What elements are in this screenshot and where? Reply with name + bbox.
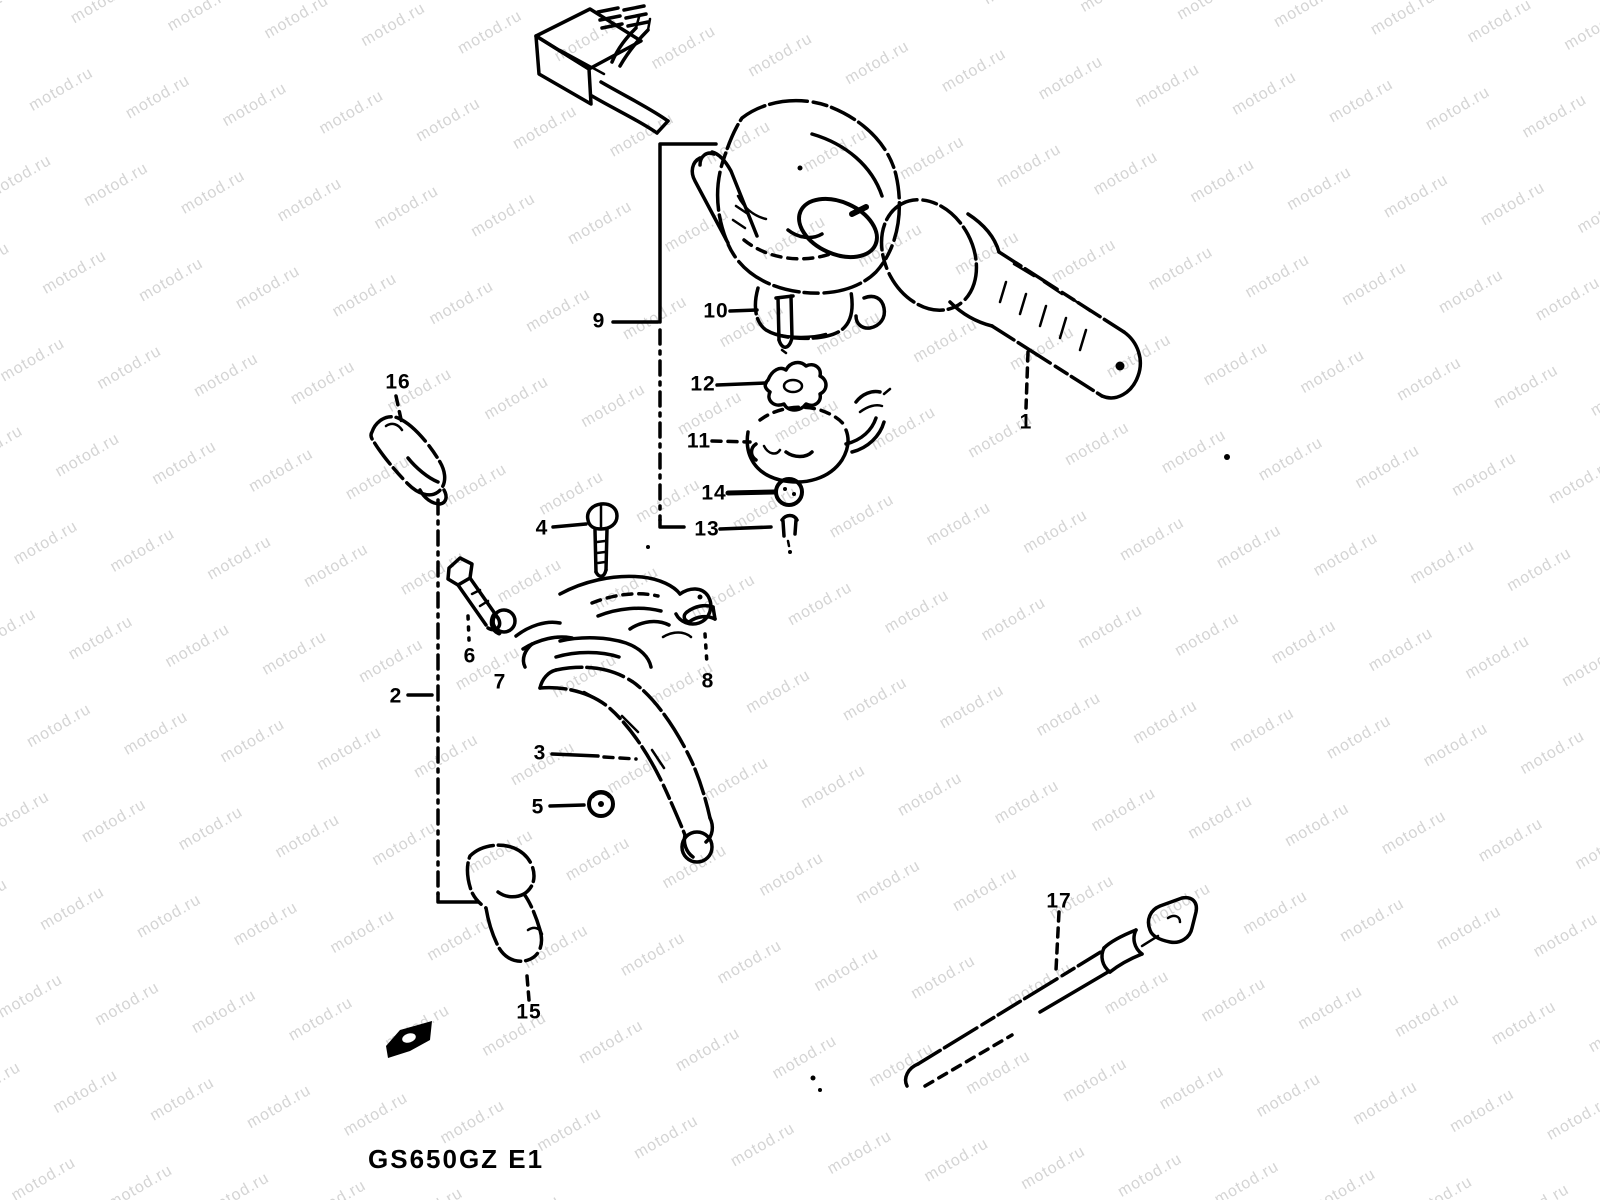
part-label-12: 12: [690, 372, 716, 396]
screw-13: [780, 513, 799, 554]
part-label-4: 4: [535, 516, 549, 540]
part-label-8: 8: [701, 669, 715, 693]
pivot-bolt-6: [446, 556, 502, 632]
wire-terminals: [596, 4, 652, 32]
part-label-6: 6: [463, 644, 477, 668]
screw-8: [682, 594, 717, 624]
part-label-3: 3: [533, 741, 547, 765]
part-label-2: 2: [389, 684, 403, 708]
part-label-10: 10: [703, 299, 729, 323]
wiring-connector: [534, 7, 670, 135]
part-label-14: 14: [701, 481, 727, 505]
part-label-17: 17: [1046, 889, 1072, 913]
lever-holder-7: [489, 574, 713, 669]
part-label-15: 15: [516, 1000, 542, 1024]
part-label-9: 9: [592, 309, 606, 333]
nut-5: [587, 790, 615, 818]
part-label-7: 7: [493, 670, 507, 694]
clutch-lever-3: [538, 665, 715, 864]
screw-4: [585, 502, 619, 578]
choke-lever-16: [369, 415, 448, 506]
lock-washer-12: [763, 360, 828, 412]
part-label-5: 5: [531, 795, 545, 819]
switch-housing: [690, 98, 902, 341]
part-label-11: 11: [686, 429, 712, 453]
part-label-1: 1: [1019, 410, 1033, 434]
model-code-text: GS650GZ E1: [368, 1144, 545, 1174]
screw-10: [774, 294, 795, 355]
leader-lines: [394, 142, 1061, 1002]
clamp-bracket: [386, 1021, 432, 1058]
part-label-13: 13: [694, 517, 720, 541]
part-label-16: 16: [385, 370, 411, 394]
specks: [646, 454, 1230, 1092]
throttle-pulley-11: [745, 387, 892, 484]
handlebar-grip: [879, 198, 1143, 400]
cable-17: [903, 895, 1199, 1088]
